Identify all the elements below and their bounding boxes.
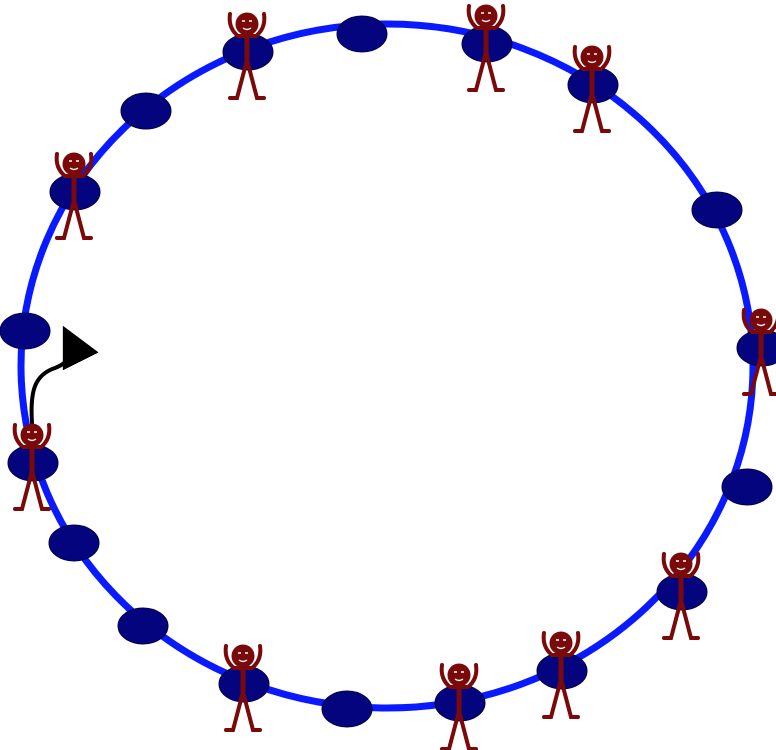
- stick-figure-icon: [541, 631, 581, 719]
- empty-seat: [0, 312, 51, 350]
- stick-figure-icon: [572, 45, 612, 133]
- stick-figure-icon: [661, 552, 701, 640]
- empty-seat: [120, 92, 172, 130]
- occupied-seat: [736, 329, 776, 367]
- stick-figure-icon: [223, 644, 263, 732]
- stick-figure-icon: [439, 663, 479, 750]
- seating-ring: [17, 20, 757, 712]
- empty-seat: [336, 15, 388, 53]
- empty-seat: [691, 191, 743, 229]
- seats-group: [0, 15, 776, 728]
- empty-seat: [721, 468, 773, 506]
- stick-figure-icon: [227, 12, 267, 100]
- empty-seat: [321, 690, 373, 728]
- stick-figure-icon: [12, 423, 52, 511]
- stick-figure-icon: [466, 4, 506, 92]
- people-group: [12, 4, 776, 750]
- curved-arrow-icon: [29, 325, 99, 425]
- stick-figure-icon: [54, 152, 94, 240]
- empty-seat: [48, 524, 100, 562]
- empty-seat: [117, 607, 169, 645]
